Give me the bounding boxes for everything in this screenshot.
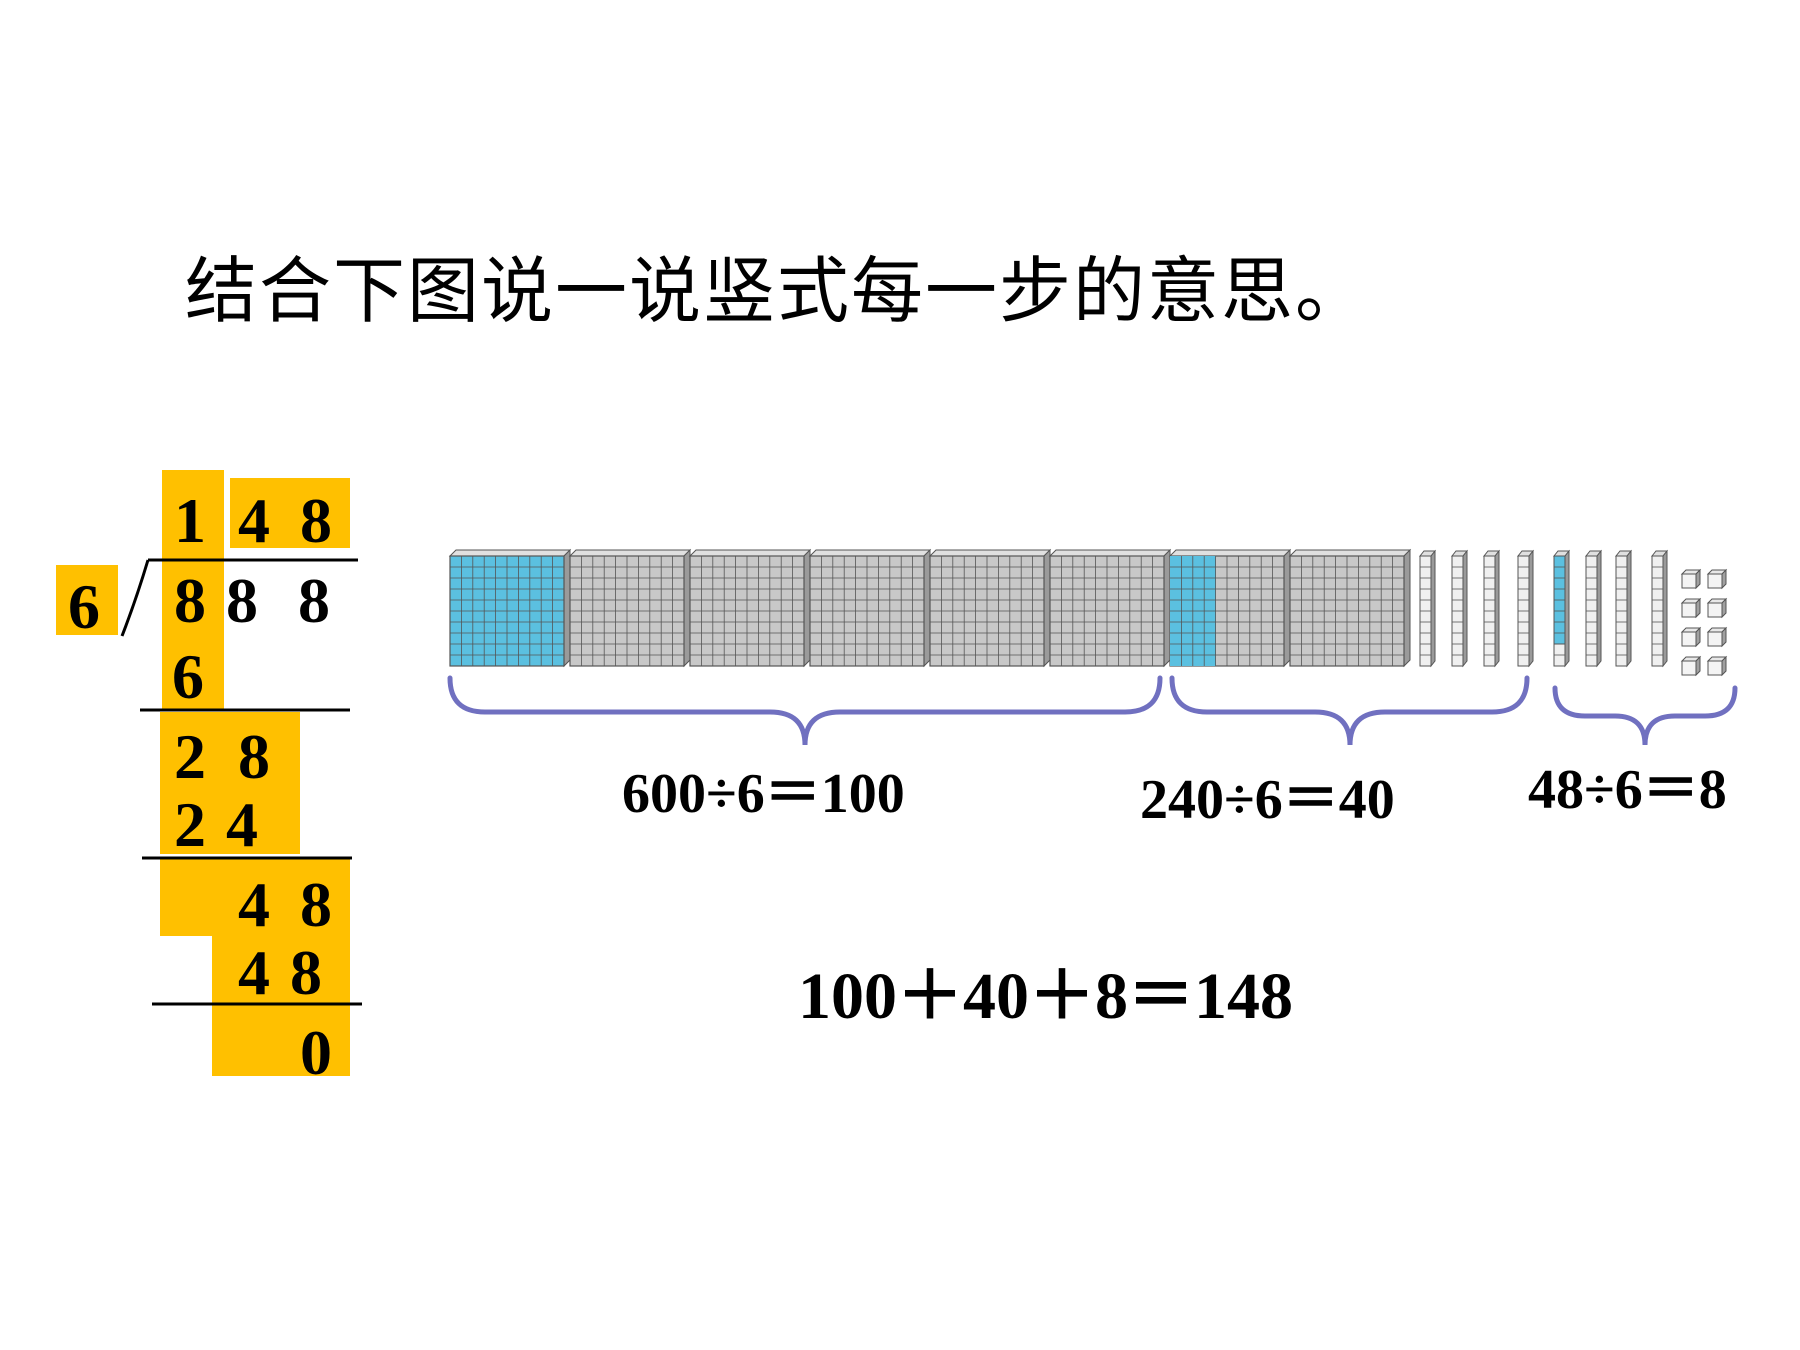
division-digits: 1 4 8 6 8 8 8 6 2 8 2 4 4 8 4 8 0	[68, 485, 332, 1088]
ones-brace	[1552, 685, 1738, 746]
quotient-digit: 1	[174, 485, 206, 556]
unit-cube	[1680, 655, 1702, 677]
division-highlights	[56, 470, 350, 1076]
hundred-flat	[1168, 548, 1292, 668]
hundred-flat	[568, 548, 692, 668]
unit-cube	[1680, 626, 1702, 648]
dividend-digit: 8	[226, 565, 258, 636]
quotient-digit: 8	[300, 485, 332, 556]
unit-cube	[1706, 626, 1728, 648]
hundred-flat	[928, 548, 1052, 668]
step1-remainder-digit: 8	[238, 721, 270, 792]
hundred-flat	[448, 548, 572, 668]
dividend-digit: 8	[298, 565, 330, 636]
hundred-flat	[808, 548, 932, 668]
step1-remainder-digit: 2	[174, 721, 206, 792]
final-remainder: 0	[300, 1017, 332, 1088]
tens-equation: 240÷6＝40	[1140, 769, 1395, 831]
tens-brace	[1169, 675, 1530, 746]
ten-rod	[1614, 549, 1633, 668]
total-equation: 100＋40＋8＝148	[798, 960, 1293, 1033]
hundreds-brace	[447, 675, 1163, 746]
unit-cube	[1680, 568, 1702, 590]
hundred-flat	[688, 548, 812, 668]
step3-product-digit: 8	[290, 937, 322, 1008]
unit-cube	[1706, 568, 1728, 590]
step2-product-digit: 4	[226, 789, 258, 860]
ten-rod	[1418, 549, 1437, 668]
ten-rod	[1650, 549, 1669, 668]
quotient-digit: 4	[238, 485, 270, 556]
ten-rod	[1516, 549, 1535, 668]
braces	[447, 675, 1738, 746]
division-lines	[120, 558, 362, 1006]
step1-product: 6	[172, 641, 204, 712]
unit-cube	[1706, 655, 1728, 677]
ten-rod	[1482, 549, 1501, 668]
page-title: 结合下图说一说竖式每一步的意思。	[185, 249, 1370, 333]
ones-equation: 48÷6＝8	[1528, 759, 1727, 821]
ten-rod	[1450, 549, 1469, 668]
unit-cube	[1706, 597, 1728, 619]
divisor: 6	[68, 571, 100, 642]
step2-remainder-digit: 8	[300, 869, 332, 940]
unit-cube	[1680, 597, 1702, 619]
hundred-flat	[1288, 548, 1412, 668]
ten-rod	[1552, 549, 1571, 668]
step2-product-digit: 2	[174, 789, 206, 860]
step2-remainder-digit: 4	[238, 869, 270, 940]
hundred-flat	[1048, 548, 1172, 668]
hundreds-equation: 600÷6＝100	[622, 763, 905, 825]
dividend-digit: 8	[174, 565, 206, 636]
step3-product-digit: 4	[238, 937, 270, 1008]
base-ten-blocks	[448, 548, 1728, 677]
ten-rod	[1584, 549, 1603, 668]
